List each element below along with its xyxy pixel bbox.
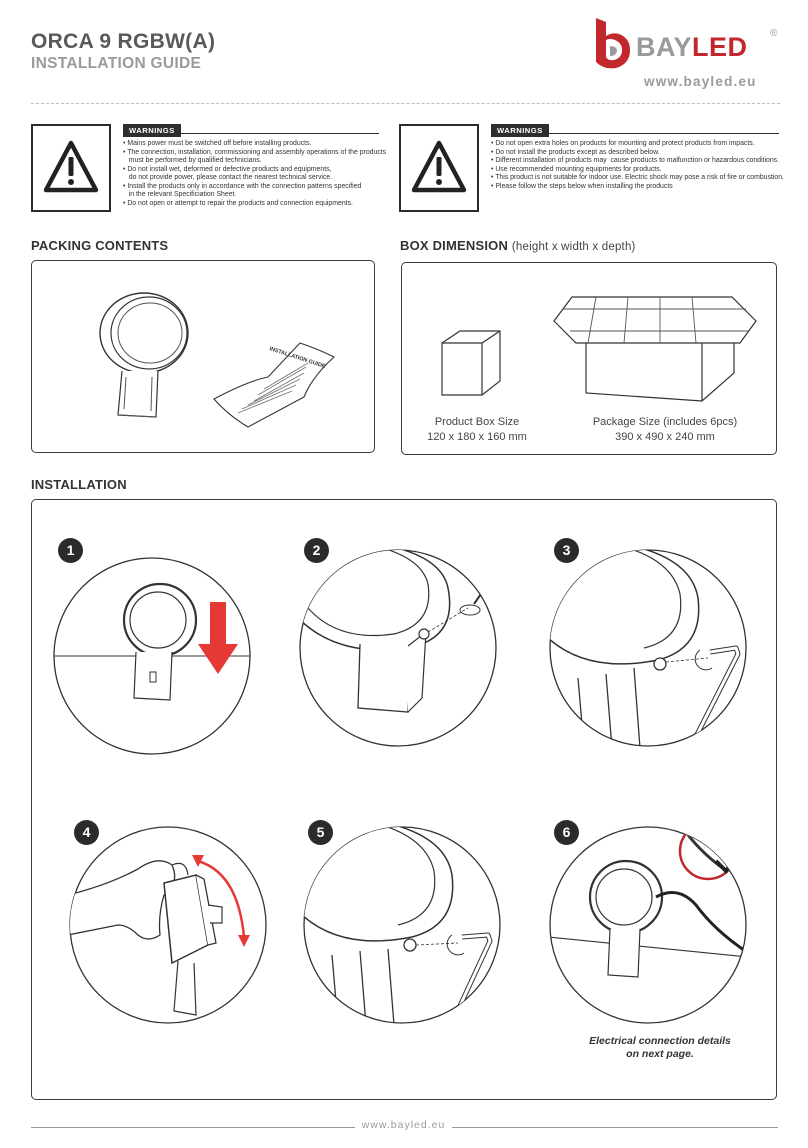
footer-line xyxy=(452,1127,778,1128)
brand-name-suffix: LED xyxy=(692,32,748,62)
box-dimension-subtitle: (height x width x depth) xyxy=(511,241,636,253)
box-dimension-title: BOX DIMENSION (height x width x depth) xyxy=(400,238,636,253)
warning-item: • Please follow the steps below when ins… xyxy=(491,182,673,190)
brand-name-prefix: BAY xyxy=(636,32,693,62)
product-box-size: Product Box Size 120 x 180 x 160 mm xyxy=(382,415,572,445)
installation-title: INSTALLATION xyxy=(31,477,127,492)
note-line: Electrical connection details xyxy=(589,1035,731,1047)
footer-line xyxy=(31,1127,355,1128)
warning-item: • Different installation of products may… xyxy=(491,157,780,164)
step-3-illustration xyxy=(549,549,747,747)
luminaire-illustration xyxy=(99,292,189,418)
warning-triangle-icon xyxy=(43,140,99,193)
bayled-logo-icon xyxy=(596,18,630,69)
package-size: Package Size (includes 6pcs) 390 x 490 x… xyxy=(570,415,760,445)
warnings-right: WARNINGS • Do not open extra holes on pr… xyxy=(399,124,784,212)
warning-box xyxy=(399,124,479,212)
warning-item: do not provide power, please contact the… xyxy=(123,174,333,181)
electrical-connection-note: Electrical connection details on next pa… xyxy=(560,1035,760,1061)
step-number: 6 xyxy=(554,820,579,845)
step-6-illustration xyxy=(549,826,747,1024)
warning-item: • Do not open extra holes on products fo… xyxy=(491,140,755,147)
step-5-illustration xyxy=(303,826,501,1024)
package-size-value: 390 x 490 x 240 mm xyxy=(615,431,715,443)
warnings-bar xyxy=(123,133,379,134)
package-box-illustration xyxy=(553,296,757,402)
brand-logo: BAYLED ® www.bayled.eu xyxy=(592,16,782,94)
page-title: ORCA 9 RGBW(A) xyxy=(31,30,216,53)
header: ORCA 9 RGBW(A) INSTALLATION GUIDE xyxy=(31,30,215,74)
warning-item: must be performed by qualified technicia… xyxy=(123,157,262,164)
step-number: 1 xyxy=(58,538,83,563)
header-divider xyxy=(31,103,780,104)
step-number: 3 xyxy=(554,538,579,563)
step-number: 4 xyxy=(74,820,99,845)
product-box-size-label: Product Box Size xyxy=(434,416,520,428)
installation-panel xyxy=(31,499,777,1100)
warning-item: • Do not install wet, deformed or defect… xyxy=(123,165,332,173)
packing-contents-title: PACKING CONTENTS xyxy=(31,238,169,253)
warning-triangle-icon xyxy=(411,140,467,193)
warning-item: • This product is not suitable for indoo… xyxy=(491,174,784,181)
footer-url[interactable]: www.bayled.eu xyxy=(361,1119,446,1131)
page-subtitle: INSTALLATION GUIDE xyxy=(31,55,202,72)
warnings-list: • Mains power must be switched off befor… xyxy=(123,140,386,208)
warnings-list: • Do not open extra holes on products fo… xyxy=(491,140,784,191)
warning-box xyxy=(31,124,111,212)
step-number: 5 xyxy=(308,820,333,845)
note-line: on next page. xyxy=(626,1048,694,1060)
warnings-left: WARNINGS • Mains power must be switched … xyxy=(31,124,386,212)
brand-url[interactable]: www.bayled.eu xyxy=(644,74,757,89)
box-dimension-title-text: BOX DIMENSION xyxy=(400,238,509,253)
registered-mark: ® xyxy=(770,28,778,39)
step-2-illustration xyxy=(299,549,497,747)
product-box-size-value: 120 x 180 x 160 mm xyxy=(427,431,527,443)
warnings-tag: WARNINGS xyxy=(123,124,181,137)
step-1-illustration xyxy=(53,557,251,755)
warning-item: • The connection, installation, commissi… xyxy=(123,148,387,156)
warnings-tag: WARNINGS xyxy=(491,124,549,137)
brand-name: BAYLED xyxy=(636,32,748,63)
product-box-illustration xyxy=(441,330,501,396)
warning-item: • Install the products only in accordanc… xyxy=(123,182,362,190)
warning-item: • Use recommended mounting equipments fo… xyxy=(491,165,662,173)
warning-item: • Do not open or attempt to repair the p… xyxy=(123,199,353,207)
packing-contents-panel: INSTALLATION GUIDE xyxy=(31,260,375,453)
warning-item: in the relevant Specificiation Sheet. xyxy=(123,191,237,198)
step-number: 2 xyxy=(304,538,329,563)
step-4-illustration xyxy=(69,826,267,1024)
package-size-label: Package Size (includes 6pcs) xyxy=(592,416,738,428)
box-dimension-panel: Product Box Size 120 x 180 x 160 mm Pack… xyxy=(401,262,777,455)
warning-item: • Do not install the products except as … xyxy=(491,148,660,156)
warning-item: • Mains power must be switched off befor… xyxy=(123,140,312,147)
installation-guide-paper-illustration xyxy=(213,342,335,428)
warnings-bar xyxy=(491,133,779,134)
